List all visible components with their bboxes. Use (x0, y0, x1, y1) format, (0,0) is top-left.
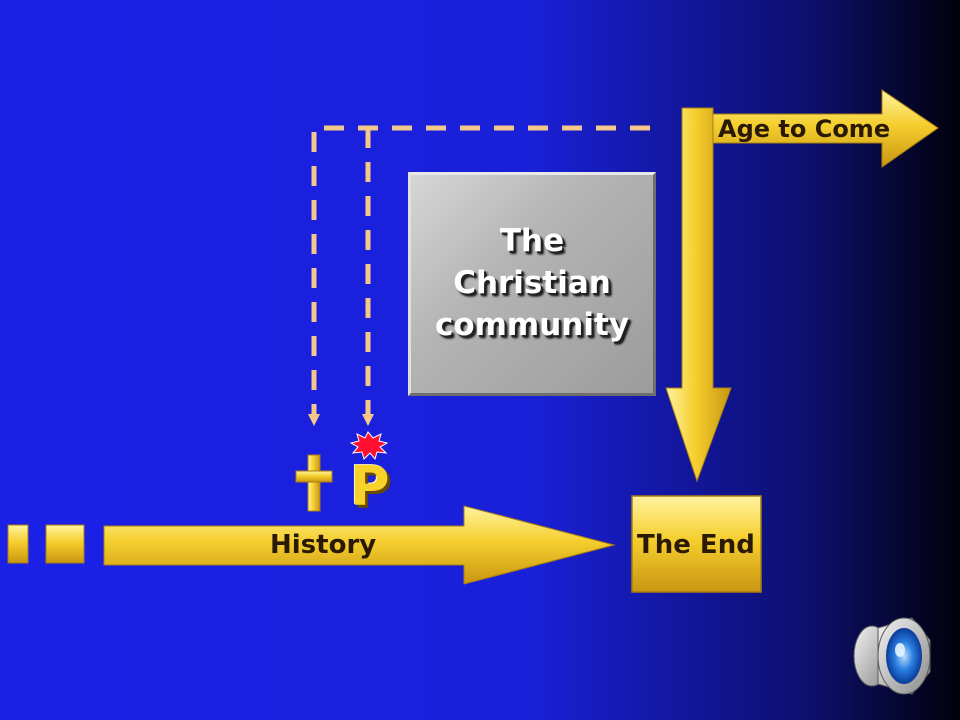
speaker-icon[interactable] (853, 617, 931, 695)
history-arrow (103, 505, 616, 585)
history-label: History (270, 530, 377, 560)
christian-box-line-1: The (499, 223, 565, 260)
cross-icon (295, 454, 333, 512)
christian-community-box: The Christian community (408, 172, 656, 396)
age-to-come-label: Age to Come (718, 115, 891, 143)
history-lead-block-1 (7, 524, 29, 564)
end-box (631, 495, 762, 593)
dashed-arrowhead-right (362, 414, 374, 426)
end-label: The End (637, 530, 755, 560)
burst-icon (349, 431, 389, 461)
history-lead-block-2 (45, 524, 85, 564)
christian-box-line-2: Christian (453, 265, 611, 302)
down-arrow (665, 107, 732, 483)
age-to-come-arrow (712, 89, 939, 168)
p-marker: P (350, 455, 390, 518)
dashed-arrowhead-left (308, 414, 320, 426)
dashed-return-path (311, 125, 650, 415)
christian-box-line-3: community (434, 306, 630, 343)
